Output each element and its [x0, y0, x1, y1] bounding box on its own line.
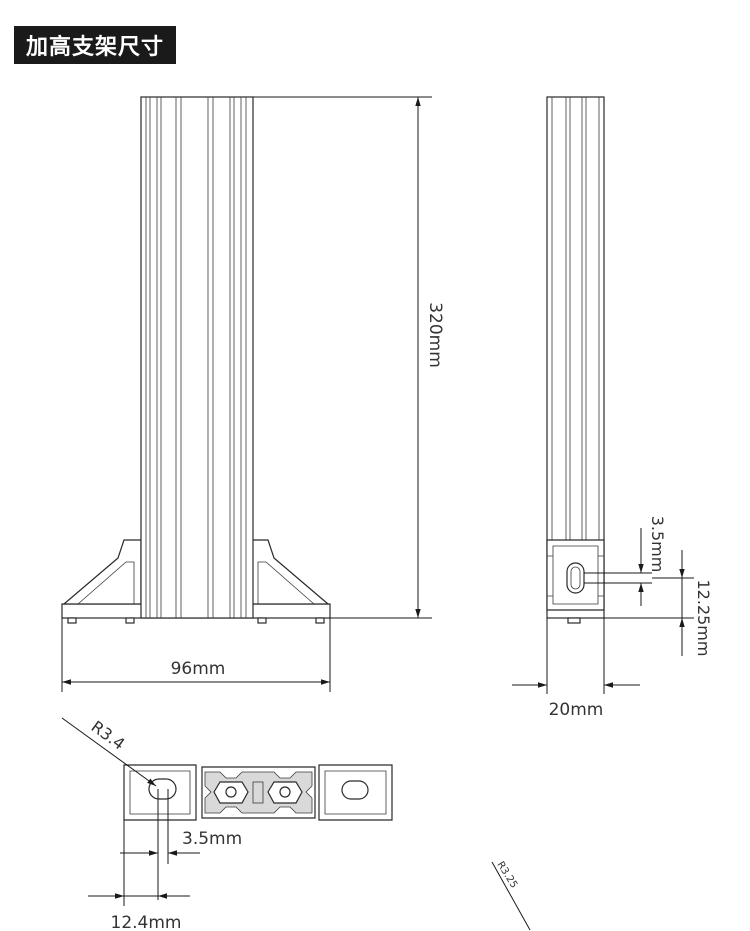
- side-slot: [566, 562, 585, 594]
- small-radius-note: R3.25: [491, 860, 531, 931]
- bottom-right-slot: [341, 780, 369, 800]
- front-view: 320mm 96mm: [61, 96, 445, 692]
- slot-offset-label: 12.25mm: [694, 580, 713, 657]
- radius-large-label: R3.4: [88, 717, 129, 754]
- radius-leader: [61, 717, 157, 787]
- slot-width-label: 3.5mm: [648, 516, 667, 573]
- width-label: 96mm: [171, 659, 226, 679]
- front-foot: [125, 617, 135, 624]
- bottom-left-slot: [148, 778, 177, 800]
- front-foot: [67, 617, 77, 624]
- front-right-bracket: [250, 539, 330, 605]
- page-title: 加高支架尺寸: [14, 26, 177, 64]
- side-width-label: 20mm: [549, 700, 604, 720]
- side-column: [546, 96, 605, 619]
- front-left-bracket: [62, 539, 142, 605]
- radius-small-label: R3.25: [494, 860, 519, 891]
- radius-small-leader: [491, 861, 531, 931]
- bottom-view: R3.4 3.5mm 12.4mm: [61, 717, 393, 931]
- front-foot: [315, 617, 325, 624]
- edge-offset-label: 12.4mm: [111, 913, 182, 931]
- height-label: 320mm: [425, 302, 445, 368]
- front-foot: [257, 617, 267, 624]
- side-view: 3.5mm 12.25mm 20mm: [512, 96, 713, 720]
- side-foot: [567, 617, 581, 624]
- hole-width-label: 3.5mm: [182, 829, 242, 849]
- front-column: [140, 96, 254, 619]
